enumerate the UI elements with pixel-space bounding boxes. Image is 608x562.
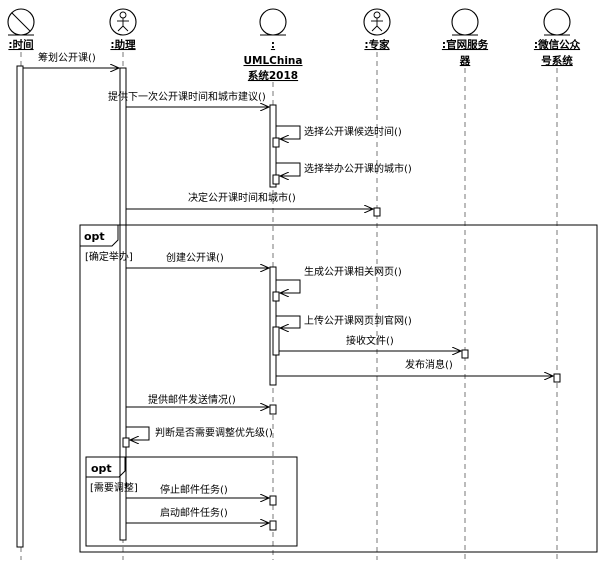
message-label: 生成公开课相关网页() [304, 265, 402, 278]
entity-icon [259, 8, 287, 36]
message-self-arrow [276, 279, 301, 293]
message-label: 创建公开课() [166, 251, 224, 264]
message-self-arrow [276, 315, 301, 328]
activation-umlchina-self-2 [272, 174, 280, 185]
activation-expert [373, 207, 381, 217]
message-label: 发布消息() [405, 358, 453, 371]
entity-icon [451, 8, 479, 36]
message-label: 接收文件() [346, 334, 394, 347]
fragment-guard: [需要调整] [90, 481, 138, 494]
activation-umlchina-4 [269, 495, 277, 506]
activation-time [16, 65, 24, 548]
fragment-operator: opt [84, 230, 105, 243]
participant-wechat: :微信公众 号系统 [534, 8, 581, 67]
activation-umlchina-self-3 [272, 291, 280, 302]
activation-website [461, 349, 469, 359]
participant-expert-name: :专家 [364, 38, 390, 51]
participant-umlchina: : UMLChina 系统2018 [243, 8, 303, 82]
participant-umlchina-name-1: : [271, 39, 275, 51]
participant-time: :时间 [7, 8, 35, 51]
participant-website: :官网服务 器 [442, 8, 489, 67]
participant-umlchina-name-3: 系统2018 [248, 69, 298, 82]
fragment-opt-inner: opt [需要调整] [85, 456, 298, 547]
message-label: 上传公开课网页到官网() [304, 314, 412, 327]
participant-wechat-name-1: :微信公众 [534, 38, 581, 51]
activation-wechat [553, 373, 561, 383]
participant-expert: :专家 [363, 8, 391, 51]
message-label: 提供邮件发送情况() [148, 393, 236, 406]
message-label: 筹划公开课() [38, 51, 96, 64]
entity-icon [543, 8, 571, 36]
message-label: 提供下一次公开课时间和城市建议() [108, 90, 266, 103]
participant-website-name-1: :官网服务 [442, 38, 489, 51]
participant-website-name-2: 器 [459, 55, 471, 67]
participant-umlchina-name-2: UMLChina [243, 55, 302, 67]
participant-time-name: :时间 [8, 38, 33, 51]
message-label: 选择举办公开课的城市() [304, 162, 412, 175]
fragment-operator: opt [91, 462, 112, 475]
message-label: 停止邮件任务() [160, 483, 228, 496]
message-self-arrow [276, 125, 301, 139]
participant-assistant-name: :助理 [110, 38, 136, 51]
activation-umlchina-self-1 [272, 137, 280, 148]
participant-assistant: :助理 [109, 8, 137, 51]
participant-wechat-name-2: 号系统 [541, 54, 573, 67]
message-self-arrow [126, 426, 150, 440]
activation-umlchina-2 [269, 266, 277, 386]
activation-umlchina-3 [269, 404, 277, 415]
message-self-arrow [276, 162, 301, 176]
activation-umlchina-self-4 [272, 326, 280, 356]
fragment-guard: [确定举办] [85, 250, 133, 263]
message-label: 选择公开课候选时间() [304, 125, 402, 138]
activation-umlchina-5 [269, 520, 277, 531]
message-label: 启动邮件任务() [160, 506, 228, 519]
message-label: 判断是否需要调整优先级() [155, 426, 273, 439]
fragment-opt-outer: opt [确定举办] [79, 224, 598, 553]
activation-assistant [119, 67, 127, 541]
message-label: 决定公开课时间和城市() [188, 191, 296, 204]
activation-assistant-self [122, 437, 130, 448]
